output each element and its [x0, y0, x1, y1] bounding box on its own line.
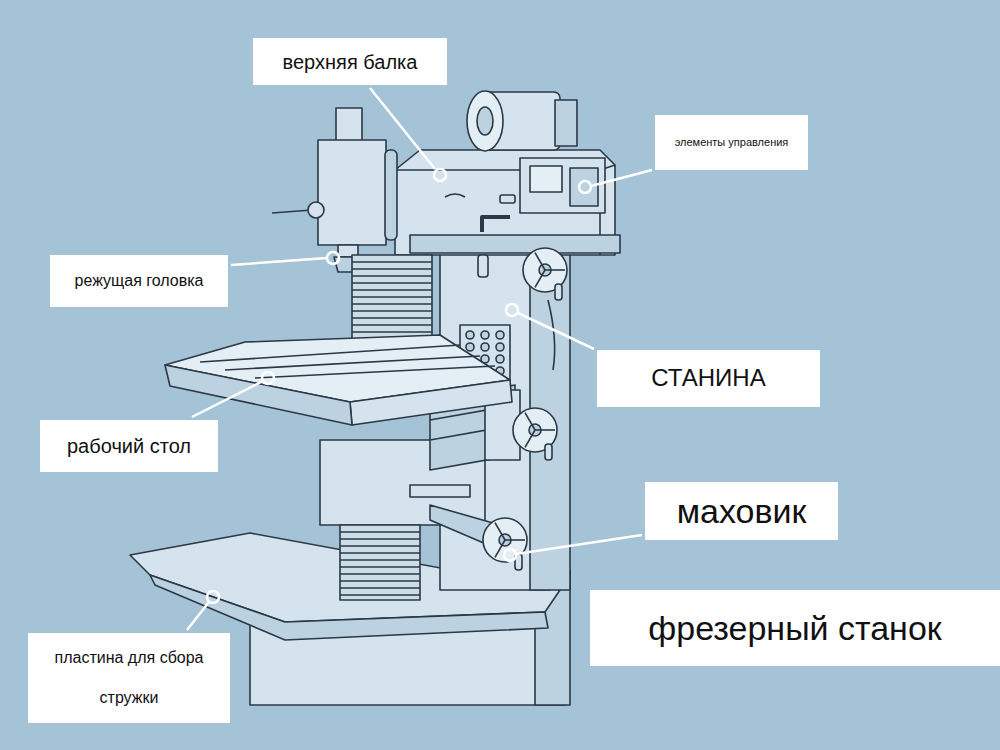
bellows-fold — [352, 310, 432, 312]
label-text: СТАНИНА — [651, 364, 765, 393]
bellows-fold — [340, 552, 420, 554]
bellows-fold — [340, 538, 420, 540]
label-box: элементы управления — [655, 115, 808, 170]
housing-latch — [500, 195, 515, 203]
upper-bellows — [352, 255, 432, 340]
bellows-folds — [352, 262, 432, 339]
bellows-fold — [340, 580, 420, 582]
motor-hub — [477, 107, 493, 135]
button — [466, 331, 474, 339]
bellows-fold — [352, 303, 432, 305]
crank-arm — [482, 217, 510, 232]
leader-dot — [207, 591, 219, 603]
wheel-spoke — [545, 269, 565, 271]
label-text: режущая головка — [75, 271, 204, 290]
handwheel — [513, 408, 557, 460]
bellows-fold — [352, 331, 432, 333]
leader-line — [192, 381, 263, 417]
bellows-fold — [352, 268, 432, 270]
button — [466, 343, 474, 351]
machine — [130, 91, 620, 705]
crank-handle — [478, 255, 488, 277]
leader-line — [518, 313, 594, 349]
leader-dot — [579, 181, 591, 193]
leader-dot — [434, 169, 446, 181]
leader-line — [231, 258, 327, 265]
head-lever — [272, 210, 312, 213]
handwheel — [483, 518, 527, 570]
wheel-spoke — [495, 523, 505, 540]
bellows-fold — [340, 573, 420, 575]
leader-line — [187, 602, 209, 630]
button — [496, 343, 504, 351]
leader-line — [591, 170, 652, 186]
housing-handle — [445, 194, 465, 197]
label-box: маховик — [645, 482, 838, 540]
button — [481, 343, 489, 351]
bellows-fold — [352, 275, 432, 277]
bellows-fold — [352, 289, 432, 291]
head-knob — [308, 202, 324, 218]
keypad — [570, 168, 598, 206]
button — [481, 331, 489, 339]
wheel-handle — [555, 284, 562, 300]
bellows-fold — [352, 282, 432, 284]
leader-dot — [506, 304, 518, 316]
label-box: режущая головка — [50, 255, 228, 307]
button — [496, 331, 504, 339]
lower-bellows — [340, 525, 420, 600]
wheel-handle — [545, 444, 552, 460]
handwheel — [523, 248, 567, 300]
head-flange — [385, 150, 397, 240]
bellows-folds — [340, 532, 420, 595]
leader-dot — [327, 252, 339, 264]
label-text: фрезерный станок — [648, 608, 941, 649]
bellows-fold — [352, 296, 432, 298]
bellows-fold — [340, 559, 420, 561]
label-text: пластина для сбора стружки — [38, 638, 220, 718]
label-box: СТАНИНА — [597, 350, 820, 407]
bellows-fold — [352, 261, 432, 263]
bellows-fold — [352, 317, 432, 319]
button — [496, 355, 504, 363]
cable — [548, 300, 555, 370]
motor-end — [467, 91, 503, 151]
bellows-fold — [340, 531, 420, 533]
label-box: пластина для сбора стружки — [28, 633, 230, 723]
knee-slot — [410, 485, 470, 497]
housing-ledge — [410, 235, 620, 253]
table-front — [350, 380, 512, 425]
label-box: фрезерный станок — [590, 590, 1000, 666]
wheel-spoke — [525, 413, 535, 430]
bellows-fold — [340, 587, 420, 589]
wheel-spoke — [525, 430, 535, 447]
bellows-fold — [340, 545, 420, 547]
label-text: верхняя балка — [283, 50, 418, 74]
wheel-spoke — [535, 429, 555, 431]
label-box: верхняя балка — [253, 38, 447, 85]
head — [318, 140, 386, 245]
label-text: маховик — [677, 491, 807, 532]
bellows-fold — [340, 594, 420, 596]
leader-dot — [504, 549, 516, 561]
label-box: рабочий стол — [40, 420, 218, 472]
handwheels — [483, 248, 567, 570]
display — [530, 166, 562, 192]
label-text: рабочий стол — [67, 434, 191, 458]
wheel-spoke — [535, 270, 545, 287]
leader-line — [370, 88, 435, 169]
wheel-spoke — [535, 253, 545, 270]
leader-line — [516, 535, 642, 554]
motor-fan — [555, 100, 577, 146]
leader-dot — [262, 372, 274, 384]
leaders — [187, 88, 652, 630]
bellows-fold — [352, 324, 432, 326]
label-text: элементы управления — [675, 136, 789, 149]
wheel-spoke — [505, 539, 525, 541]
bellows-fold — [340, 566, 420, 568]
table-slot — [255, 366, 495, 378]
